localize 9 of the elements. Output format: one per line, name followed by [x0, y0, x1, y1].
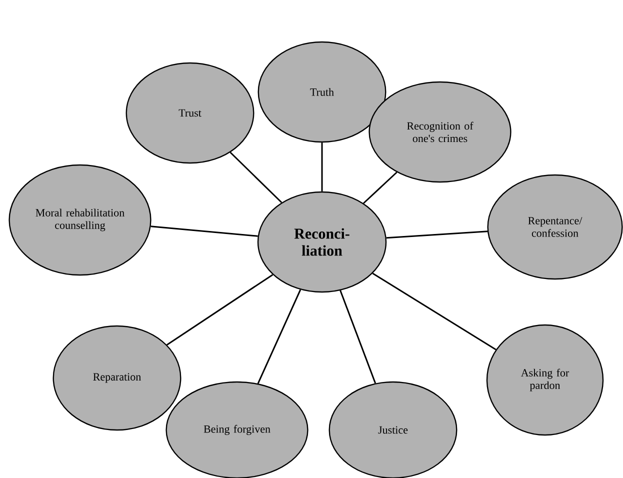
connector-line [230, 152, 282, 204]
connector-line [166, 274, 274, 346]
connector-line [321, 142, 323, 192]
connector-line [340, 290, 376, 384]
connector-line [372, 272, 496, 350]
connector-line [386, 230, 488, 239]
connector-line [257, 289, 302, 384]
connector-line [150, 226, 258, 237]
connector-line [363, 172, 398, 204]
